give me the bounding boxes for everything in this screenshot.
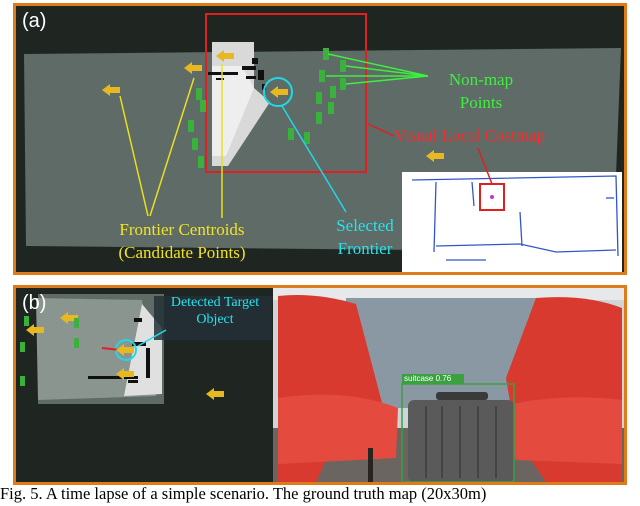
frontier-arrow (216, 50, 234, 62)
non-map-points (188, 48, 346, 168)
panel-b-label: (b) (22, 292, 47, 314)
figure-caption: Fig. 5. A time lapse of a simple scenari… (0, 484, 487, 503)
panel-a: (a) Non-map Points Visual Local Costmap … (13, 3, 627, 275)
frontier-arrows-b (26, 312, 224, 400)
right-chair (494, 297, 622, 482)
non-map-points-annotation: Non-map Points (448, 70, 514, 112)
detected-target-annotation: Detected Target Object (170, 295, 260, 327)
frontier-arrow (270, 86, 288, 98)
left-chair (278, 295, 398, 482)
panel-a-scene (24, 13, 622, 272)
frontier-arrow (184, 62, 202, 74)
panel-b-scene (16, 288, 624, 482)
visual-local-costmap-box (205, 13, 367, 173)
ground-truth-map (402, 172, 622, 272)
detection-label: suitcase 0.76 (404, 374, 452, 383)
panel-b: (b) Detected Target Object suitcase 0.76 (13, 285, 627, 485)
frontier-arrow (102, 84, 120, 96)
frontier-arrow (426, 150, 444, 162)
frontier-centroid-arrows (102, 50, 444, 162)
frontier-centroids-annotation: Frontier Centroids (Candidate Points) (118, 220, 246, 262)
panel-a-label: (a) (22, 10, 47, 32)
selected-frontier-circle (263, 77, 293, 107)
selected-frontier-annotation: Selected Frontier (336, 216, 394, 258)
non-map-points-b (20, 316, 79, 386)
visual-local-costmap-annotation: Visual Local Costmap (394, 126, 546, 145)
suitcase (408, 392, 514, 482)
